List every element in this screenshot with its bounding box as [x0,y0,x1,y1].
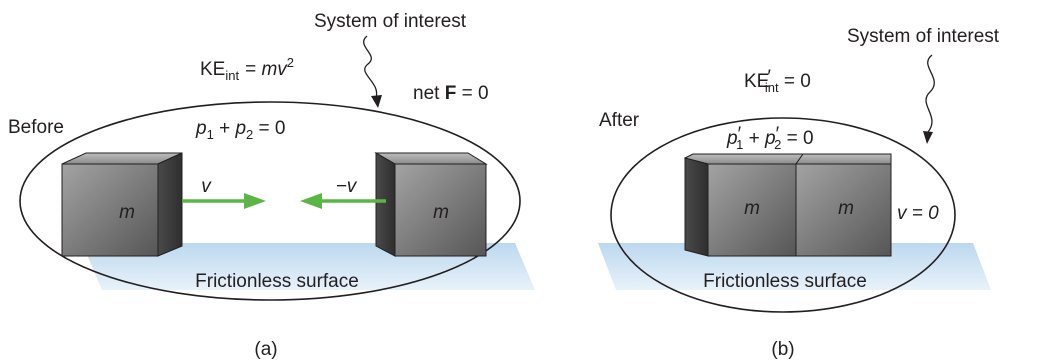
momentum-b-p1: p [726,128,738,149]
momentum-p1: p [195,118,207,139]
left-block-b-front [707,163,797,257]
frictionless-surface-plane-b [598,243,991,290]
ke-main: KE [200,59,225,80]
momentum-b-prime2: ′ [776,124,780,145]
right-block-a-side [375,152,396,257]
left-block-a-side [157,152,183,257]
momentum-rhs: = 0 [253,118,285,139]
net-word: net [413,83,445,104]
caption-b: (b) [771,339,794,360]
after-label: After [599,110,640,131]
momentum-b-p2: p [764,128,776,149]
kinetic-energy-equation-b: KE′int = 0 [744,67,811,95]
right-block-b: m [795,153,892,257]
right-block-b-front [795,163,892,257]
momentum-sub-2: 2 [246,127,253,142]
left-block-a: m [61,152,183,257]
system-pointer-a-head [371,95,382,108]
system-pointer-b [925,54,935,133]
right-block-b-label: m [838,198,854,219]
system-of-interest-label-b: System of interest [847,26,1000,47]
velocity-arrow-right [182,193,266,209]
system-of-interest-label-a: System of interest [314,11,467,32]
ke-b-rhs: = 0 [779,71,811,92]
before-label: Before [8,117,64,138]
panel-b: m m v = 0 After KE′int = 0 p′1 + p′2 = 0… [598,26,1000,360]
right-block-a-label: m [433,202,449,223]
left-block-b-label: m [744,198,760,219]
surface-label-a: Frictionless surface [195,271,359,292]
ke-mv: mv [261,59,288,80]
panel-a: m m v −v Before p1 + p2 = 0 KEint= mv2 [8,11,535,360]
left-block-b: m [683,153,804,257]
ke-b-prime: ′ [767,67,771,88]
momentum-equation-b: p′1 + p′2 = 0 [726,124,814,152]
ke-sub: int [225,68,239,83]
ke-b-sub: int [765,80,779,95]
right-block-b-top [795,153,892,165]
left-block-a-front [61,163,159,257]
momentum-plus: + [214,118,236,139]
momentum-p2: p [234,118,246,139]
momentum-b-rhs: = 0 [781,128,813,149]
momentum-b-prime1: ′ [738,124,742,145]
left-velocity-label: v [201,176,212,197]
net-force-rhs: = 0 [456,83,488,104]
net-force-equation: net F = 0 [413,83,489,104]
momentum-b-sub-1: 1 [736,137,743,152]
caption-a: (a) [254,339,277,360]
force-symbol: F [445,83,457,104]
system-boundary-b [610,117,956,313]
ke-equals: = [245,59,261,80]
system-boundary-a [19,101,521,301]
right-block-a: m [374,152,488,257]
ke-b-main: KE [744,71,769,92]
right-block-a-front [394,163,487,257]
right-velocity-label: −v [336,176,358,197]
momentum-equation-a: p1 + p2 = 0 [195,118,286,142]
surface-label-b: Frictionless surface [703,271,867,292]
system-pointer-a [363,35,378,99]
left-block-a-label: m [119,202,135,223]
momentum-sub-1: 1 [207,127,214,142]
velocity-zero-label: v = 0 [897,203,939,224]
left-block-b-side [684,157,709,257]
kinetic-energy-equation-a: KEint = mv2 [200,55,294,83]
momentum-b-plus: + [743,128,765,149]
ke-exponent: 2 [287,55,294,70]
momentum-b-sub-2: 2 [774,137,781,152]
velocity-arrow-left [300,193,386,209]
system-pointer-b-head [923,131,933,144]
